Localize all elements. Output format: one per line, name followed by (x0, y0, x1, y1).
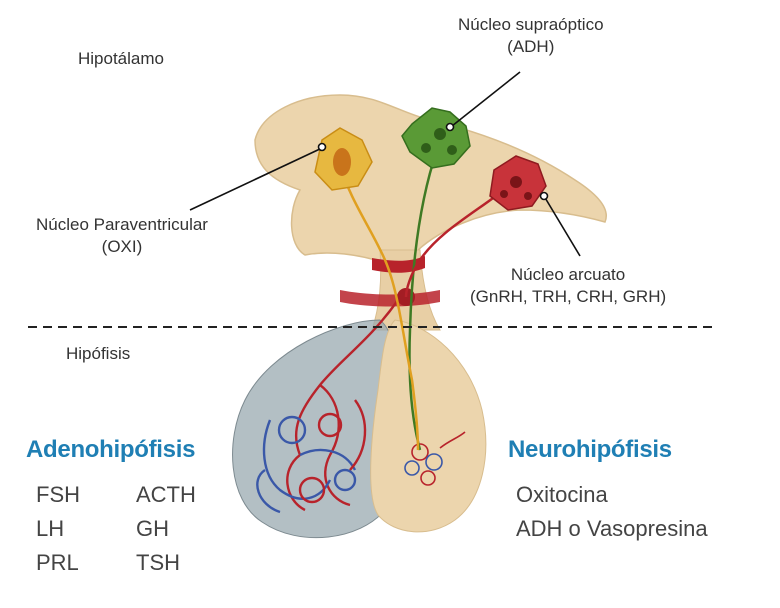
arcuato-name: Núcleo arcuato (510, 265, 626, 284)
paraventricular-neuron (314, 127, 373, 191)
adeno-hormone: GH (136, 516, 169, 541)
adeno-hormone: TSH (136, 550, 180, 575)
neuro-hormone: ADH o Vasopresina (516, 516, 708, 541)
portal-capillary-network (256, 299, 399, 514)
arcuato-label: Núcleo arcuato (GnRH, TRH, CRH, GRH) (470, 264, 666, 308)
supraoptico-hormone: (ADH) (507, 37, 555, 56)
adenohipofisis-title: Adenohipófisis (26, 436, 196, 463)
arcuato-neuron (489, 155, 547, 211)
paraventricular-label: Núcleo Paraventricular (OXI) (36, 214, 208, 258)
adeno-hormone: ACTH (136, 482, 196, 507)
supraoptico-neuron (401, 107, 471, 169)
adeno-hormone: FSH (36, 482, 80, 507)
adeno-hormone: PRL (36, 550, 79, 575)
leader-lines (189, 71, 581, 257)
paraventricular-name: Núcleo Paraventricular (36, 215, 208, 234)
portal-band (340, 290, 440, 307)
neurohipofisis-title: Neurohipófisis (508, 436, 672, 463)
marker-dots (317, 122, 549, 201)
adeno-hormones-col2: ACTH GH TSH (136, 478, 196, 580)
adeno-hormones-col1: FSH LH PRL (36, 478, 80, 580)
posterior-capillary-network (404, 431, 466, 486)
neuro-hormone: Oxitocina (516, 482, 608, 507)
arcuato-hormone: (GnRH, TRH, CRH, GRH) (470, 287, 667, 306)
neuron-axons (338, 149, 511, 451)
supraoptico-name: Núcleo supraóptico (458, 15, 604, 34)
hipotalamo-label: Hipotálamo (78, 49, 164, 68)
adeno-hormone: LH (36, 516, 65, 541)
supraoptico-label: Núcleo supraóptico (ADH) (458, 14, 604, 58)
neuro-hormones: Oxitocina ADH o Vasopresina (516, 478, 708, 546)
hipofisis-label: Hipófisis (66, 344, 131, 363)
neurohipofisis-lobe (370, 319, 487, 533)
paraventricular-hormone: (OXI) (101, 237, 143, 256)
